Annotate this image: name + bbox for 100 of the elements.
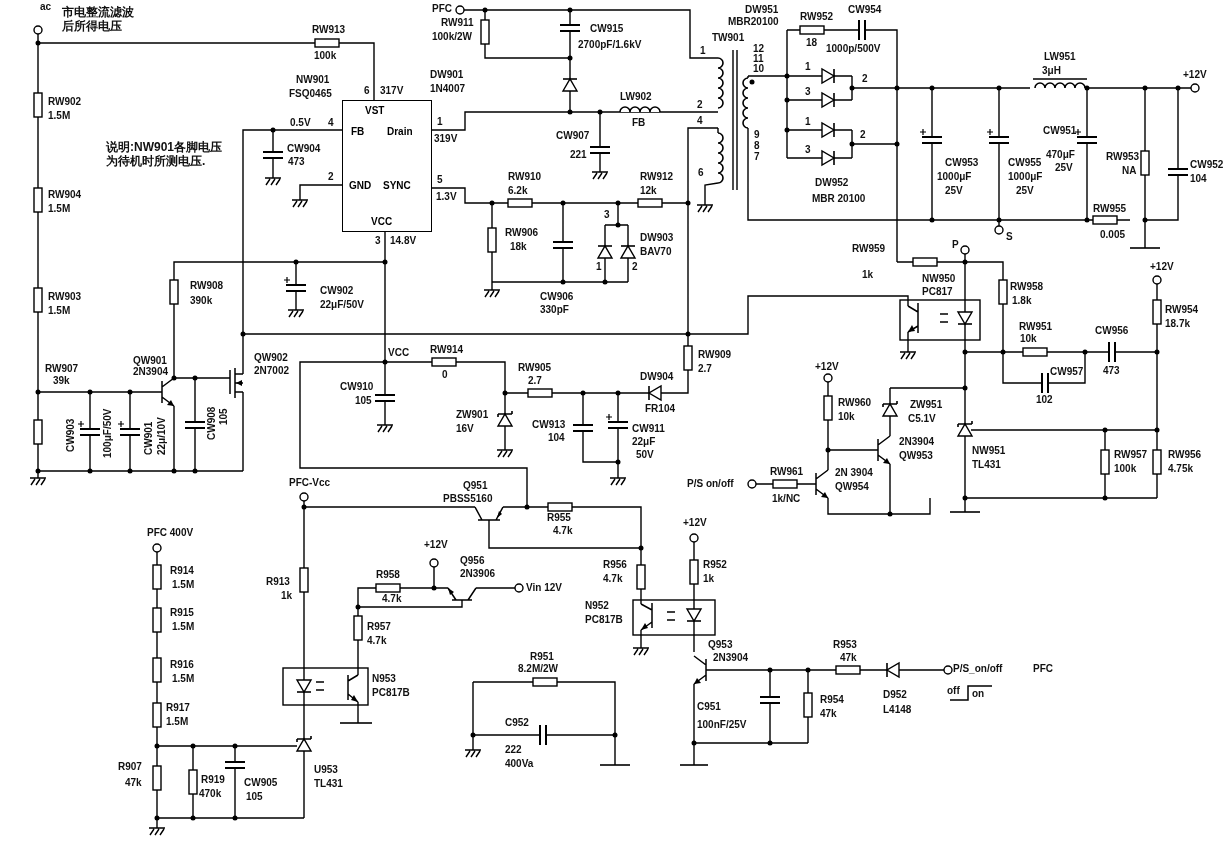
value-label: 39k: [53, 376, 70, 386]
component-label: RW951: [1019, 322, 1053, 332]
pin-label: Drain: [387, 127, 413, 137]
value-label: 100k: [1114, 464, 1137, 474]
pin-number: 9: [754, 130, 760, 140]
component-label: R956: [603, 560, 627, 570]
value-label: 18.7k: [1165, 319, 1191, 329]
component-label: R915: [170, 608, 194, 618]
value-label: 4.75k: [1168, 464, 1194, 474]
component-label: LW951: [1044, 52, 1076, 62]
component-label: RW907: [45, 364, 79, 374]
value-label: 0.005: [1100, 230, 1126, 240]
value-label: 1.5M: [172, 622, 195, 632]
component-label: 2N3904: [713, 653, 749, 663]
pin-number: 1: [700, 46, 706, 56]
terminal-label: +12V: [815, 362, 839, 372]
value-label: 8.2M/2W: [518, 664, 558, 674]
terminal-label: S: [1006, 232, 1013, 242]
value-label: 390k: [190, 296, 213, 306]
pin-number: 2: [862, 74, 868, 84]
component-label: RW904: [48, 190, 82, 200]
pin-number: 1: [596, 262, 602, 272]
component-label: TW901: [712, 33, 745, 43]
component-label: CW911: [632, 424, 665, 434]
terminal-label: +12V: [1150, 262, 1174, 272]
pin-number: 3: [805, 87, 811, 97]
pin-number: 2: [860, 130, 866, 140]
value-label: 22μF/50V: [320, 300, 364, 310]
component-label: NW951: [972, 446, 1006, 456]
component-label: 2N 3904: [835, 468, 873, 478]
component-label: CW910: [340, 382, 374, 392]
component-label: R913: [266, 577, 290, 587]
terminal-label: PFC-Vcc: [289, 478, 331, 488]
component-label: CW904: [287, 144, 321, 154]
component-label: RW908: [190, 281, 224, 291]
terminal-label: Vin 12V: [526, 583, 562, 593]
component-label: RW953: [1106, 152, 1140, 162]
value-label: 1.5M: [48, 306, 71, 316]
component-label: RW910: [508, 172, 542, 182]
value-label: 1.5M: [172, 674, 195, 684]
component-label: PC817B: [585, 615, 623, 625]
pin-number: 11: [753, 54, 764, 64]
value-label: 3μH: [1042, 66, 1061, 76]
pin-number: 4: [697, 116, 703, 126]
component-label: RW912: [640, 172, 674, 182]
pin-number: 2: [632, 262, 638, 272]
pin-label: GND: [349, 181, 372, 191]
component-label: C951: [697, 702, 721, 712]
component-label: CW956: [1095, 326, 1129, 336]
value-label: 470k: [199, 789, 222, 799]
pin-number: 8: [754, 141, 760, 151]
value-label: 100k: [314, 51, 337, 61]
pin-number: 2: [697, 100, 703, 110]
component-label: MBR 20100: [812, 194, 866, 204]
value-label: 10k: [838, 412, 855, 422]
value-label: 104: [1190, 174, 1207, 184]
value-label: 2700pF/1.6kV: [578, 40, 642, 50]
component-label: R951: [530, 652, 554, 662]
component-label: LW902: [620, 92, 652, 102]
terminal-label: P: [952, 240, 959, 250]
component-label: RW952: [800, 12, 834, 22]
component-label: C952: [505, 718, 529, 728]
component-label: RW958: [1010, 282, 1044, 292]
component-label: L4148: [883, 705, 912, 715]
pin-number: 3: [805, 145, 811, 155]
component-label: RW905: [518, 363, 552, 373]
component-label: 2N3904: [133, 367, 169, 377]
component-label: RW913: [312, 25, 346, 35]
value-label: C5.1V: [908, 414, 936, 424]
component-label: RW956: [1168, 450, 1202, 460]
value-label: 473: [1103, 366, 1120, 376]
value-label: 0: [442, 370, 448, 380]
pin-label: VST: [365, 106, 385, 116]
component-label: TL431: [314, 779, 343, 789]
value-label: FB: [632, 118, 646, 128]
component-label: PC817B: [372, 688, 410, 698]
value-label: 18: [806, 38, 818, 48]
value-label: 6.2k: [508, 186, 528, 196]
component-label: R954: [820, 695, 844, 705]
pin-number: 7: [754, 152, 760, 162]
pin-label: SYNC: [383, 181, 411, 191]
component-label: R953: [833, 640, 857, 650]
component-label: 2N3904: [899, 437, 935, 447]
component-label: CW955: [1008, 158, 1042, 168]
component-label: CW952: [1190, 160, 1224, 170]
component-label: R914: [170, 566, 194, 576]
terminal-label: P/S_on/off: [953, 664, 1003, 674]
component-label: R955: [547, 513, 571, 523]
component-label: NW950: [922, 274, 956, 284]
component-label: MBR20100: [728, 17, 779, 27]
component-label: D952: [883, 690, 907, 700]
component-label: 2N3906: [460, 569, 496, 579]
component-label: Q951: [463, 481, 488, 491]
component-label: DW901: [430, 70, 464, 80]
terminal-label: +12V: [1183, 70, 1207, 80]
component-label: DW951: [745, 5, 779, 15]
pin-number: 10: [753, 64, 765, 74]
note-text: 市电整流滤波后所得电压: [62, 5, 135, 33]
component-label: PC817: [922, 287, 953, 297]
value-label: 25V: [1016, 186, 1034, 196]
